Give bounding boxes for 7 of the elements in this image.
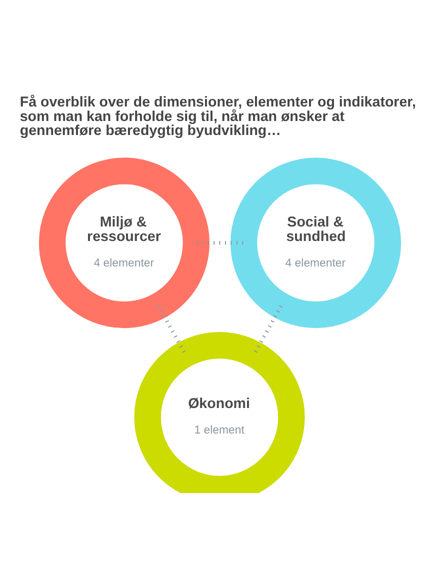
diagram-title: Få overblik over de dimensioner, elementer og indikatorer, som man kan forholde sig til, når man ønsker at gennemføre bæredygtig byudvikling… (20, 94, 416, 139)
connector (196, 240, 244, 244)
connector (252, 304, 283, 355)
node-circle: Social & sundhed 4 elementer (230, 157, 402, 328)
node-circle: Miljø & ressourcer 4 elementer (38, 157, 210, 328)
connector (156, 304, 187, 354)
node-circle: Økonomi 1 element (134, 331, 305, 492)
